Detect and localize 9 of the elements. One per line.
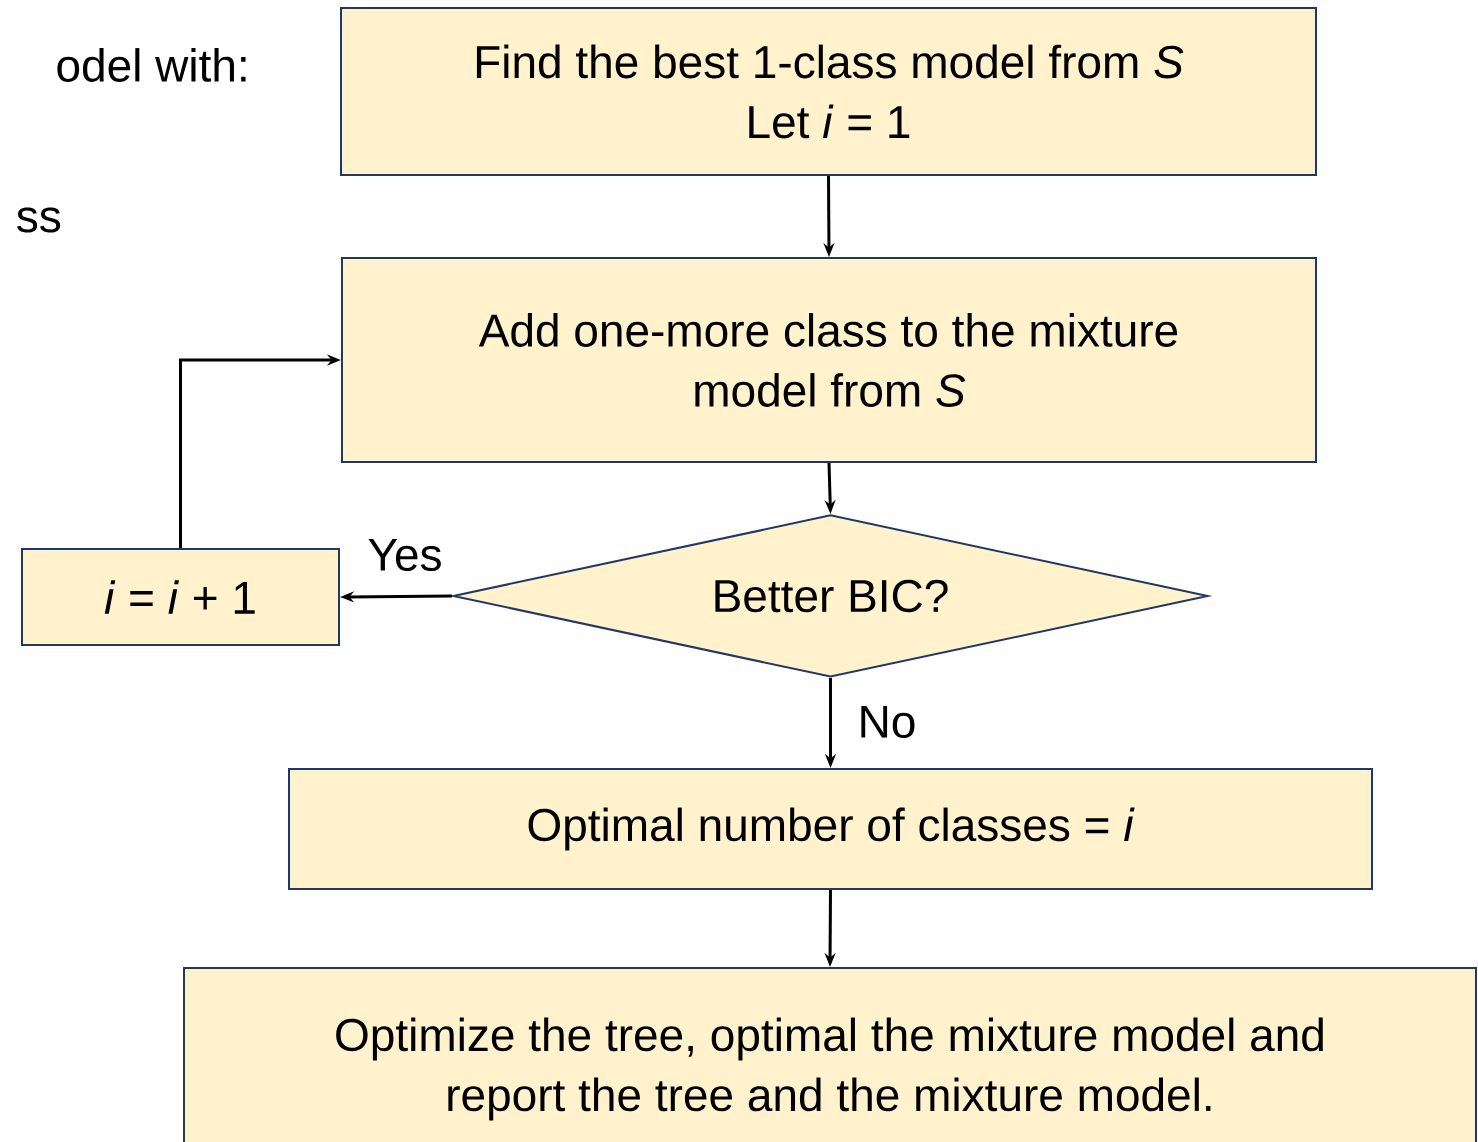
process-box: Add one-more class to the mixture model from S [341, 257, 1317, 463]
process-box: Optimal number of classes = i [288, 768, 1373, 890]
process-box: i = i + 1 [21, 548, 340, 646]
edge-label: Yes [365, 536, 445, 574]
text: ss [17, 207, 61, 233]
process-box: Find the best 1-class model from S Let i = 1 [340, 7, 1317, 176]
text: odel with: [57, 48, 246, 82]
process-box: Optimize the tree, optimal the mixture model and report the tree and the mixture model. [183, 967, 1477, 1142]
edge-label: No [855, 703, 919, 741]
